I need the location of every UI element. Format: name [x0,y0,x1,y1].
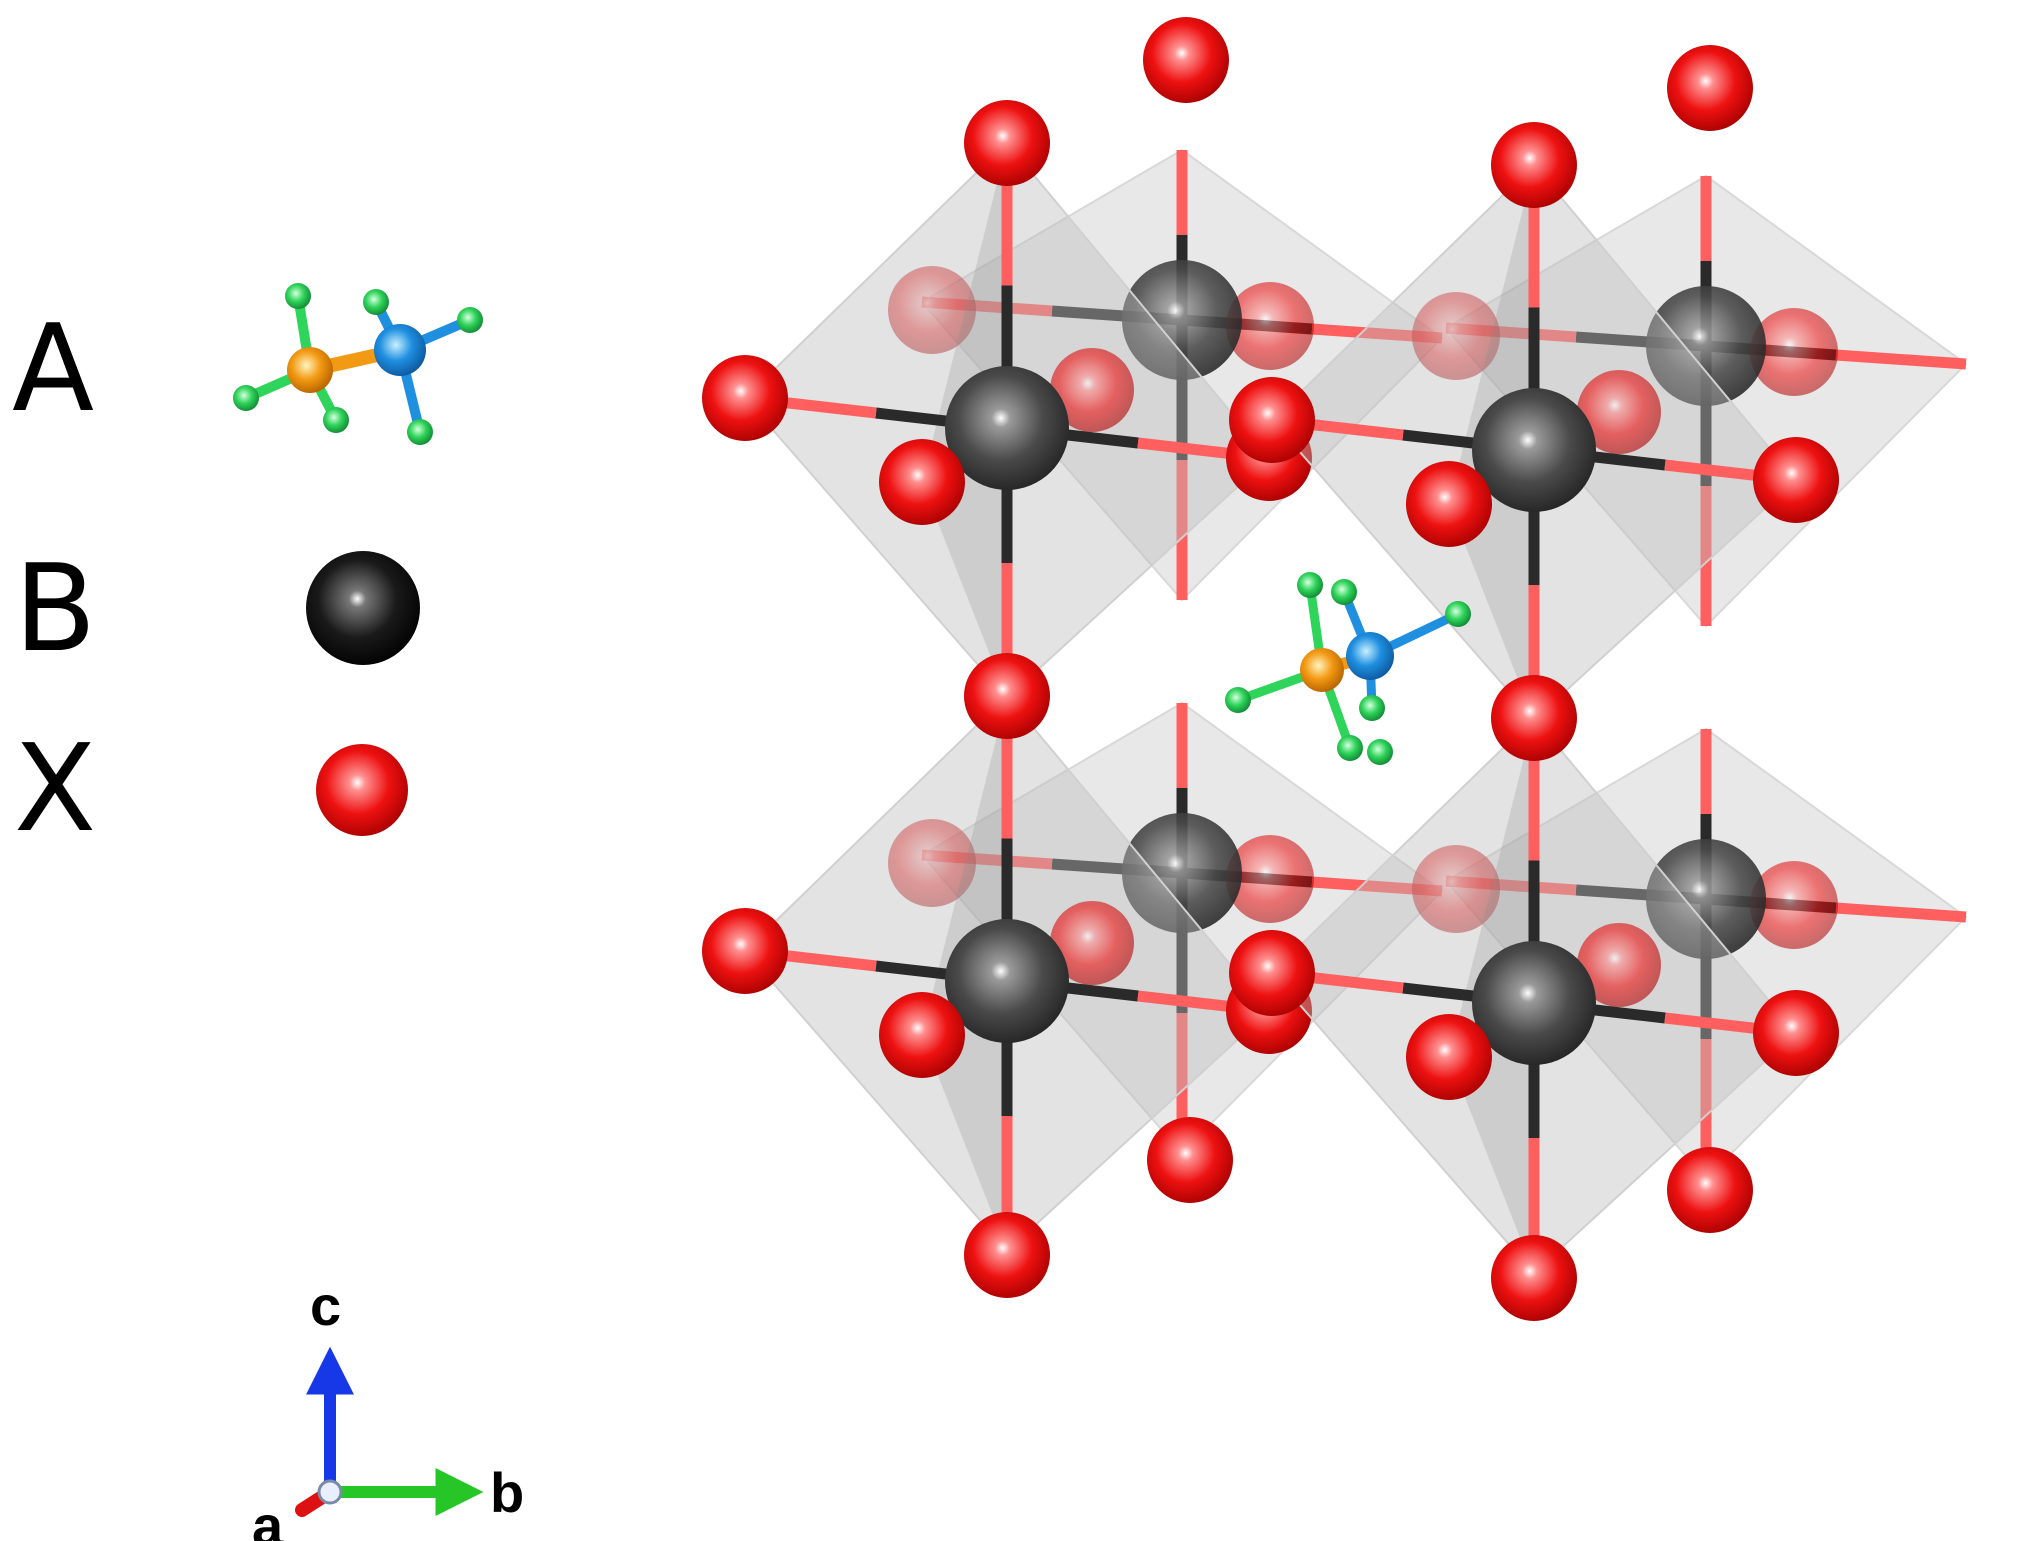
x-atom-front-inner-0-1 [1050,901,1134,985]
x-atom-back-l-1-1 [1412,845,1500,933]
b-atom-back-1-1 [1646,839,1766,959]
crystal-structure [702,17,1968,1321]
axis-a-label: a [252,1494,284,1541]
x-atom-left-1-1 [1229,930,1315,1016]
x-atom-front-inner-1-1 [1577,923,1661,1007]
x-atom-back-l-0-0 [888,266,976,354]
b-atom-back-0-1 [1122,813,1242,933]
molecule-center-atom-1 [1300,648,1344,692]
x-atom-front-1-0 [1406,461,1492,547]
axis-b-label: b [490,1461,524,1524]
b-atom-front-0-1 [945,919,1069,1043]
x-atom-top-0-1 [964,653,1050,739]
axis-origin [317,1479,343,1505]
x-atom-back-l-0-1 [888,819,976,907]
x-atom-top-1-0 [1491,122,1577,208]
x-atom-back-r-0-1 [1226,835,1314,923]
molecule-h-atom-0 [1297,572,1323,598]
legend-label-a: A [12,300,94,439]
legend-x-atom-icon [316,744,408,836]
x-atom-front-0-0 [879,439,965,525]
bond-back-r-1-1-x-half [1835,902,1967,923]
x-atom-front-inner-1-0 [1577,370,1661,454]
x-atom-apex-5 [1491,1235,1577,1321]
x-atom-left-0-0 [702,355,788,441]
axis-c-label: c [310,1274,341,1337]
molecule-h-atom-6 [1367,739,1393,765]
x-atom-back-r-1-1 [1750,861,1838,949]
x-atom-right-1-1 [1753,990,1839,1076]
x-atom-apex-4 [964,1212,1050,1298]
x-atom-apex-2 [1147,1117,1233,1203]
x-atom-left-0-1 [702,908,788,994]
x-atom-back-r-0-0 [1226,282,1314,370]
axis-indicator: c b a [252,1274,524,1541]
x-atom-front-inner-0-0 [1050,348,1134,432]
molecule-center-atom-2 [1346,632,1394,680]
legend-molecule-icon [233,283,483,445]
molecule-h-atom-1 [1225,687,1251,713]
molecule-h-atom-3 [1445,601,1471,627]
x-atom-apex-1 [1667,45,1753,131]
x-atom-top-0-0 [964,100,1050,186]
legend-label-b: B [14,540,96,679]
x-atom-top-1-1 [1491,675,1577,761]
legend-label-x: X [14,720,96,859]
molecule-h-atom-5 [1331,579,1357,605]
x-atom-apex-0 [1143,17,1229,103]
b-atom-front-0-0 [945,366,1069,490]
b-atom-back-0-0 [1122,260,1242,380]
x-atom-front-0-1 [879,992,965,1078]
x-atom-back-r-1-0 [1750,308,1838,396]
x-atom-back-l-1-0 [1412,292,1500,380]
x-atom-left-1-0 [1229,377,1315,463]
b-atom-front-1-0 [1472,388,1596,512]
b-atom-front-1-1 [1472,941,1596,1065]
molecule-h-atom-2 [1337,735,1363,761]
bond-back-r-1-0-x-half [1835,349,1967,370]
x-atom-right-1-0 [1753,437,1839,523]
x-atom-apex-3 [1667,1147,1753,1233]
molecule-h-atom-4 [1359,695,1385,721]
x-atom-front-1-1 [1406,1014,1492,1100]
b-atom-back-1-0 [1646,286,1766,406]
legend-b-atom-icon [306,551,420,665]
